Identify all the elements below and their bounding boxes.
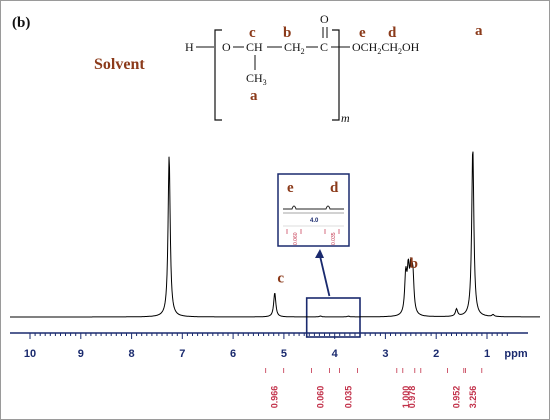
struct-ch3: CH3 [246, 71, 267, 87]
integral-value: 0.035 [343, 386, 353, 409]
peak-label-layer: c b a [277, 23, 483, 287]
axis-unit-label: ppm [504, 348, 527, 360]
struct-ch2: CH2 [284, 40, 305, 56]
zoom-arrow-head [315, 249, 324, 258]
tick-label: 5 [281, 348, 287, 360]
zoom-region-box [305, 297, 361, 338]
struct-ester-chain: OCH2CH2OH [352, 40, 420, 56]
tick-label: 8 [128, 348, 134, 360]
struct-c: C [320, 40, 328, 54]
inset-integral-d: 0.035 [331, 232, 337, 245]
inset-integral-bracket-e [286, 229, 302, 234]
struct-ch: CH [246, 40, 263, 54]
integral-value: 3.256 [468, 386, 478, 409]
integral-bracket [396, 368, 416, 373]
tick-label: 6 [230, 348, 236, 360]
integral-value: 0.060 [315, 386, 325, 409]
tick-label: 2 [433, 348, 439, 360]
integral-bracket [402, 368, 422, 373]
spectrum-trace [10, 151, 540, 318]
tick-label: 7 [179, 348, 185, 360]
inset-integral-e: 0.060 [293, 232, 299, 245]
integral-bracket [265, 368, 285, 373]
integral-bracket [463, 368, 483, 373]
struct-h: H [185, 40, 194, 54]
left-bracket [214, 29, 222, 121]
ppm-axis: 10 9 8 7 6 5 4 3 2 1 ppm [10, 332, 528, 360]
integral-value: 0.978 [407, 386, 417, 409]
struct-o-carbonyl: O [320, 12, 329, 26]
inset-tick-label: 4.0 [310, 218, 319, 224]
tick-label: 4 [332, 348, 339, 360]
molecular-structure: H O CH CH2 C O OCH2CH2OH CH3 m c b e d a [185, 12, 420, 125]
integral-value: 0.966 [270, 386, 280, 409]
tick-label: 3 [382, 348, 388, 360]
struct-o1: O [222, 40, 231, 54]
solvent-label: Solvent [94, 56, 145, 73]
struct-label-b: b [283, 25, 291, 41]
peak-label: a [475, 23, 483, 39]
tick-label: 1 [484, 348, 490, 360]
struct-label-e: e [359, 25, 366, 41]
struct-label-c: c [249, 25, 256, 41]
inset-label-e: e [287, 180, 294, 196]
peak-label: c [277, 271, 284, 287]
inset-label-d: d [330, 180, 339, 196]
panel-label: (b) [12, 15, 31, 31]
integral-value: 0.952 [452, 386, 462, 409]
zoom-callout [305, 249, 361, 338]
struct-label-d: d [388, 25, 397, 41]
tick-label: 9 [78, 348, 84, 360]
integral-bracket [339, 368, 358, 373]
zoom-arrow-line [319, 255, 331, 297]
tick-label: 10 [24, 348, 36, 360]
inset-box [277, 173, 350, 247]
integral-bracket [447, 368, 466, 373]
spectrum-layer [10, 151, 540, 318]
peak-label: b [410, 256, 418, 272]
inset-trace [283, 205, 344, 210]
struct-m: m [341, 111, 350, 125]
struct-label-a: a [250, 88, 258, 104]
right-bracket [332, 29, 340, 121]
integral-value: 1.000 [401, 386, 411, 409]
inset-integral-bracket-d [324, 229, 340, 234]
inset-zoom: 4.0 e d 0.060 0.035 [277, 173, 350, 247]
integral-bracket [311, 368, 330, 373]
